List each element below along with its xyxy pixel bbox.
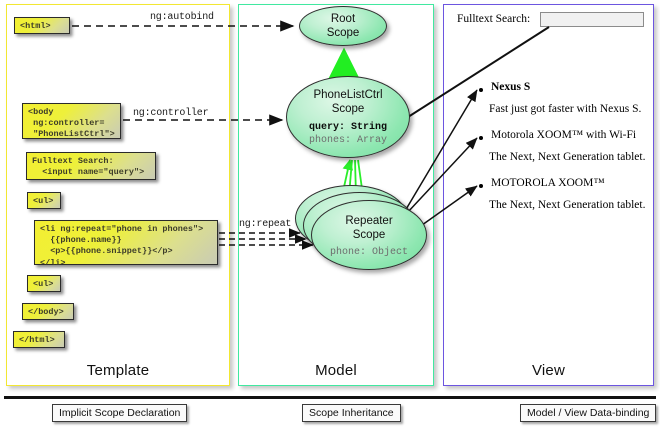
- view-search-input[interactable]: [540, 12, 644, 27]
- column-view: View: [443, 4, 654, 386]
- view-bullet-2: [479, 184, 483, 188]
- label-ng-controller: ng:controller: [133, 108, 209, 119]
- column-label-template: Template: [86, 362, 150, 379]
- view-bullet-0: [479, 88, 483, 92]
- code-box-li-repeat: <li ng:repeat="phone in phones"> {{phone…: [34, 220, 218, 268]
- legend-label-model-view-data-binding: Model / View Data-binding: [520, 404, 657, 422]
- view-item-name-2: MOTOROLA XOOM™: [491, 177, 605, 189]
- view-search-label: Fulltext Search:: [457, 13, 531, 25]
- view-item-snippet-1: The Next, Next Generation tablet.: [489, 151, 646, 163]
- column-label-view: View: [531, 362, 566, 379]
- code-box-fulltext-search: Fulltext Search: <input name="query">: [26, 152, 156, 180]
- view-item-name-1: Motorola XOOM™ with Wi-Fi: [491, 129, 637, 141]
- legend-label-scope-inheritance: Scope Inheritance: [302, 404, 401, 422]
- phonelistctrl-scope-prop-phones: phones: Array: [308, 135, 387, 146]
- code-box-ul-open: <ul>: [27, 192, 61, 209]
- repeater-scope-prop-phone: phone: Object: [329, 247, 408, 258]
- legend: Implicit Scope Declaration Scope Inherit…: [0, 396, 660, 435]
- label-ng-repeat: ng:repeat: [239, 219, 292, 230]
- code-box-body-open: <body ng:controller= "PhoneListCtrl">: [22, 103, 121, 139]
- label-ng-autobind: ng:autobind: [150, 12, 214, 23]
- phonelistctrl-scope-prop-query: query: String: [308, 122, 387, 133]
- code-box-html-open: <html>: [14, 17, 70, 34]
- legend-label-implicit-scope-declaration: Implicit Scope Declaration: [52, 404, 188, 422]
- code-box-body-close: </body>: [22, 303, 74, 320]
- view-item-name-0: Nexus S: [491, 81, 531, 93]
- view-item-snippet-0: Fast just got faster with Nexus S.: [489, 103, 642, 115]
- column-label-model: Model: [315, 362, 357, 379]
- code-box-html-close: </html>: [13, 331, 65, 348]
- legend-divider: [4, 396, 656, 399]
- code-box-ul-close: <ul>: [27, 275, 61, 292]
- view-bullet-1: [479, 136, 483, 140]
- view-item-snippet-2: The Next, Next Generation tablet.: [489, 199, 646, 211]
